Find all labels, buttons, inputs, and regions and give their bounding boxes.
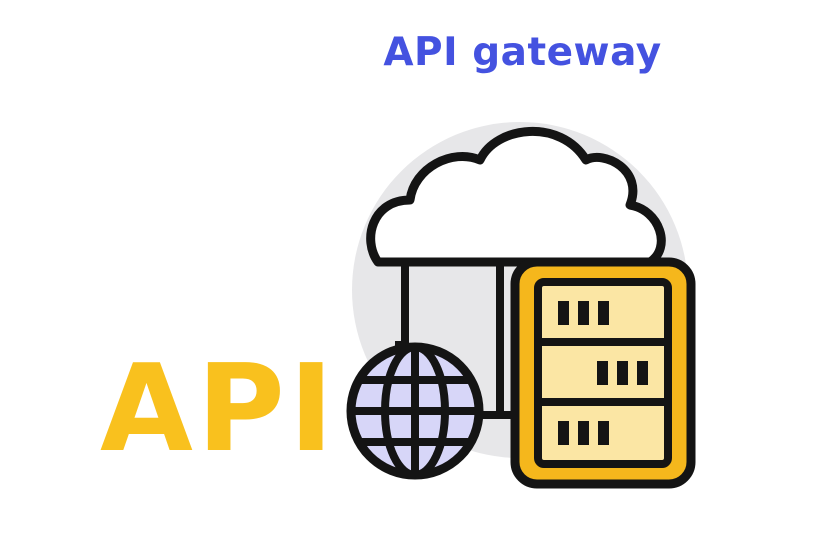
globe-icon <box>346 342 484 480</box>
server-unit-1 <box>558 301 609 325</box>
api-label: API <box>100 340 338 479</box>
server-unit-2 <box>597 361 648 385</box>
server-rack-icon <box>510 257 696 489</box>
server-unit-3 <box>558 421 609 445</box>
cloud-icon <box>366 126 666 267</box>
page-title: API gateway <box>383 30 662 75</box>
